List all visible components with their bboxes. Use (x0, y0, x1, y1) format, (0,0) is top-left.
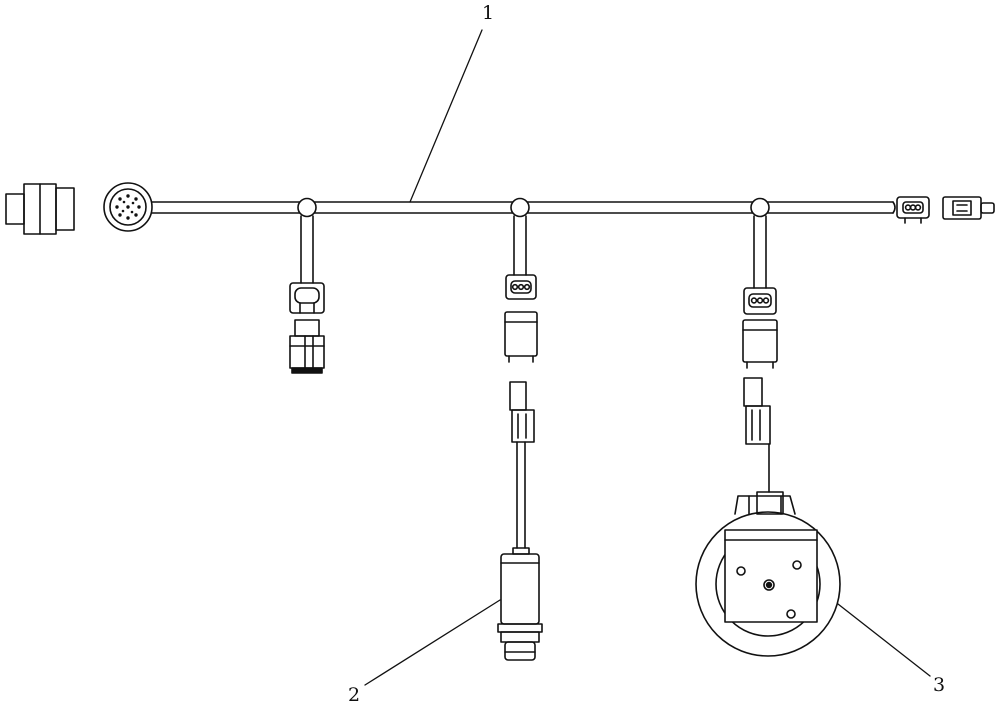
loose-end-plug (943, 197, 994, 219)
round-main-connector (104, 183, 152, 231)
callout-label-1: 1 (482, 2, 495, 24)
callout-label-3: 3 (933, 674, 946, 696)
branch-3 (743, 199, 777, 493)
leader-lines (365, 30, 930, 685)
round-sensor-part-3 (696, 492, 840, 656)
round-mating-connector (6, 184, 74, 234)
leader-line-3 (838, 604, 930, 676)
leader-line-2 (365, 600, 500, 685)
sensor-part-2 (498, 548, 542, 660)
branch-2 (505, 199, 537, 549)
callout-label-2: 2 (348, 684, 361, 706)
branch-1 (290, 199, 324, 374)
trunk-end-connector (897, 197, 929, 223)
leader-line-1 (410, 30, 482, 202)
